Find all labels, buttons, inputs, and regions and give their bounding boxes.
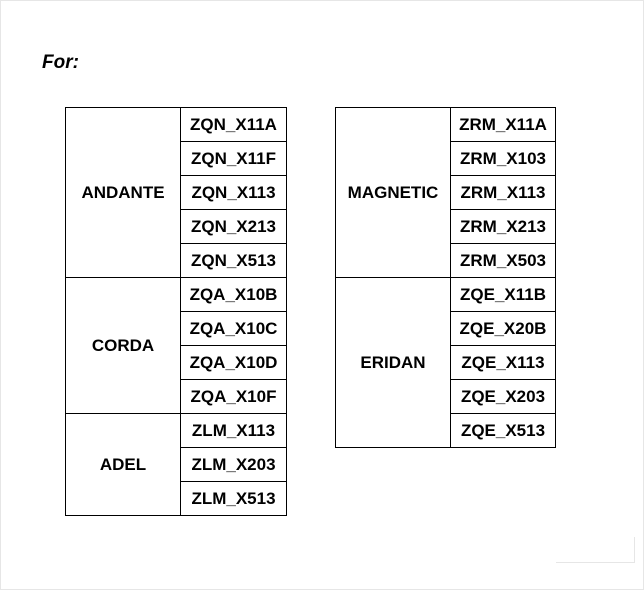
model-code-cell: ZLM_X203 — [180, 447, 287, 482]
model-code-cell: ZRM_X213 — [450, 209, 556, 244]
corner-mark — [556, 537, 635, 563]
table-row: ZQA_X10D — [66, 345, 287, 380]
model-code-cell: ZQA_X10C — [180, 311, 287, 346]
model-code-cell: ZQN_X113 — [180, 175, 287, 210]
model-code-cell: ZQE_X513 — [450, 413, 556, 448]
table-row: ZQA_X10F — [66, 379, 287, 414]
group-name-cell: MAGNETIC — [335, 107, 451, 278]
model-code-cell: ZQA_X10B — [180, 277, 287, 312]
model-code-cell: ZRM_X11A — [450, 107, 556, 142]
table-row: ZLM_X513 — [66, 481, 287, 516]
table-row: ZQE_X513 — [336, 413, 556, 448]
group-name-cell: ERIDAN — [335, 277, 451, 448]
model-code-cell: ZRM_X503 — [450, 243, 556, 278]
group-name-cell: CORDA — [65, 277, 181, 414]
table-row: ZQN_X513 — [66, 243, 287, 278]
table-row: ZRM_X113 — [336, 175, 556, 210]
model-code-cell: ZQN_X213 — [180, 209, 287, 244]
table-row: ZLM_X203 — [66, 447, 287, 482]
model-code-cell: ZRM_X113 — [450, 175, 556, 210]
model-code-cell: ZQN_X11A — [180, 107, 287, 142]
table-row: ZRM_X503 — [336, 243, 556, 278]
table-row: ZQN_X213 — [66, 209, 287, 244]
model-code-cell: ZRM_X103 — [450, 141, 556, 176]
model-code-cell: ZQE_X11B — [450, 277, 556, 312]
model-code-cell: ZQE_X20B — [450, 311, 556, 346]
table-row: ZQE_X113 — [336, 345, 556, 380]
model-code-cell: ZLM_X113 — [180, 413, 287, 448]
model-code-cell: ZLM_X513 — [180, 481, 287, 516]
model-code-cell: ZQN_X11F — [180, 141, 287, 176]
table-row: ZQN_X113 — [66, 175, 287, 210]
table-row: ZQE_X20B — [336, 311, 556, 346]
group-name-cell: ADEL — [65, 413, 181, 516]
model-code-cell: ZQE_X203 — [450, 379, 556, 414]
table-row: ZRM_X103 — [336, 141, 556, 176]
model-code-cell: ZQE_X113 — [450, 345, 556, 380]
model-code-cell: ZQA_X10D — [180, 345, 287, 380]
group-name-cell: ANDANTE — [65, 107, 181, 278]
model-code-cell: ZQA_X10F — [180, 379, 287, 414]
model-code-cell: ZQN_X513 — [180, 243, 287, 278]
page-heading: For: — [42, 52, 79, 73]
